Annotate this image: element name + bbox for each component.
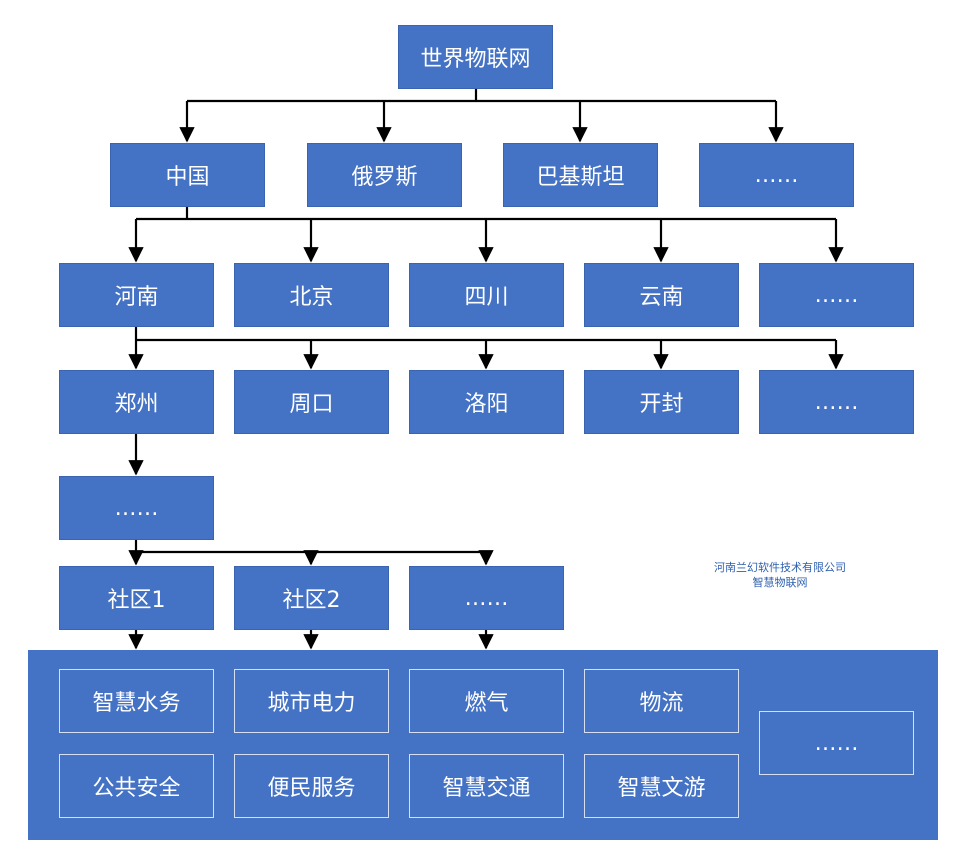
city-node-zhengzhou: 郑州 [59, 370, 214, 434]
community-label: 社区1 [107, 588, 166, 613]
service-label: 智慧交通 [442, 776, 531, 801]
service-label: 燃气 [464, 691, 509, 716]
company-name: 河南兰幻软件技术有限公司 [714, 561, 846, 574]
community-node-2: 社区2 [234, 566, 389, 630]
country-node-more: …… [699, 143, 854, 207]
country-label: …… [754, 162, 799, 188]
service-label: 公共安全 [92, 776, 181, 801]
province-label: 云南 [639, 285, 684, 310]
community-label: …… [464, 585, 509, 611]
community-label: 社区2 [282, 588, 341, 613]
city-label: 郑州 [114, 392, 159, 417]
province-node-more: …… [759, 263, 914, 327]
province-label: 四川 [464, 285, 509, 310]
city-label: 开封 [639, 392, 684, 417]
service-box-city-power: 城市电力 [234, 669, 389, 733]
service-label: 智慧水务 [92, 691, 181, 716]
country-node-china: 中国 [110, 143, 265, 207]
province-node-beijing: 北京 [234, 263, 389, 327]
country-node-russia: 俄罗斯 [307, 143, 462, 207]
service-box-convenience: 便民服务 [234, 754, 389, 818]
service-box-gas: 燃气 [409, 669, 564, 733]
city-node-more: …… [759, 370, 914, 434]
service-box-smart-traffic: 智慧交通 [409, 754, 564, 818]
service-box-more: …… [759, 711, 914, 775]
root-node: 世界物联网 [398, 25, 553, 89]
city-node-kaifeng: 开封 [584, 370, 739, 434]
province-label: …… [814, 282, 859, 308]
city-label: …… [814, 389, 859, 415]
city-label: 洛阳 [464, 392, 509, 417]
province-label: 北京 [289, 285, 334, 310]
province-node-sichuan: 四川 [409, 263, 564, 327]
service-label: 城市电力 [267, 691, 356, 716]
country-node-pakistan: 巴基斯坦 [503, 143, 658, 207]
province-label: 河南 [114, 285, 159, 310]
service-box-smart-water: 智慧水务 [59, 669, 214, 733]
community-node-1: 社区1 [59, 566, 214, 630]
country-label: 俄罗斯 [351, 165, 418, 190]
province-node-yunnan: 云南 [584, 263, 739, 327]
district-node: …… [59, 476, 214, 540]
service-box-public-safety: 公共安全 [59, 754, 214, 818]
city-node-luoyang: 洛阳 [409, 370, 564, 434]
services-panel [28, 650, 938, 840]
district-label: …… [114, 495, 159, 521]
service-box-logistics: 物流 [584, 669, 739, 733]
country-label: 巴基斯坦 [536, 165, 625, 190]
service-label: 物流 [639, 691, 684, 716]
service-box-smart-tourism: 智慧文游 [584, 754, 739, 818]
service-label: 智慧文游 [617, 776, 706, 801]
country-label: 中国 [165, 165, 210, 190]
company-note: 河南兰幻软件技术有限公司 智慧物联网 [690, 560, 870, 590]
city-node-zhoukou: 周口 [234, 370, 389, 434]
root-label: 世界物联网 [420, 47, 531, 72]
province-node-henan: 河南 [59, 263, 214, 327]
service-label: …… [814, 730, 859, 756]
community-node-more: …… [409, 566, 564, 630]
city-label: 周口 [289, 392, 334, 417]
service-label: 便民服务 [267, 776, 356, 801]
company-product: 智慧物联网 [752, 576, 808, 589]
